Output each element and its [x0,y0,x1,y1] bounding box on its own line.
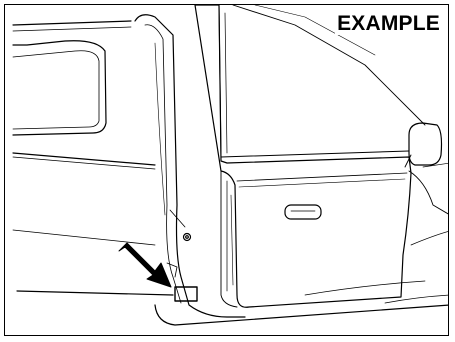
illustration-frame: EXAMPLE [4,4,449,336]
roof-line [13,21,131,25]
door-handle [285,205,321,219]
car-door-illustration [5,5,449,336]
door-sill [155,305,449,325]
front-door-outline [195,5,411,307]
rear-window-inner [13,51,99,129]
rear-window [13,41,106,135]
side-mirror [409,123,442,165]
arrow-icon [119,243,171,287]
example-label: EXAMPLE [335,13,442,35]
hinge-bolt [184,234,191,241]
